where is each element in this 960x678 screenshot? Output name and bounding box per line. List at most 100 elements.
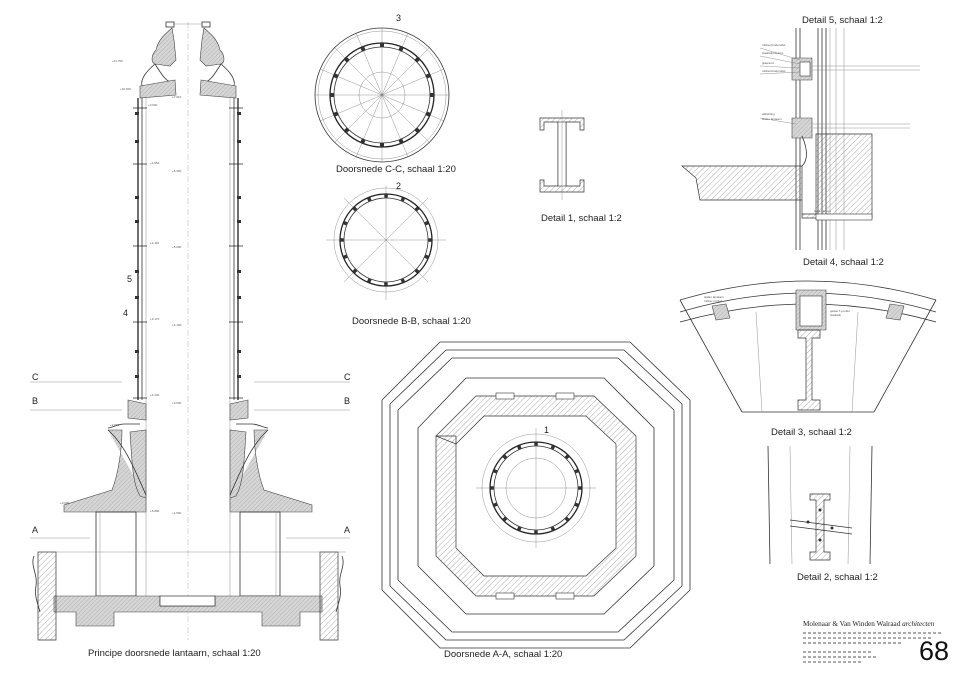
svg-text:afdichting: afdichting: [762, 112, 775, 116]
profile-mark: [360, 46, 366, 52]
profile-mark: [400, 278, 406, 284]
detail-ref-1: 1: [544, 425, 549, 435]
svg-text:+10.600: +10.600: [120, 87, 131, 91]
profile-mark: [564, 516, 570, 522]
section-mark-a-right: A: [344, 525, 350, 535]
profile-mark: [400, 196, 406, 202]
section-bb-label: Doorsnede B-B, schaal 1:20: [352, 316, 471, 327]
detail-ref-2: 2: [396, 181, 401, 191]
profile-mark: [380, 143, 384, 147]
profile-mark: [428, 238, 432, 242]
section-cc-label: Doorsnede C-C, schaal 1:20: [336, 164, 456, 175]
svg-text:staal/alu: staal/alu: [830, 313, 842, 317]
profile-mark: [384, 282, 388, 286]
detail-2-label: Detail 2, schaal 1:2: [797, 572, 878, 583]
profile-mark: [550, 444, 556, 450]
profile-mark: [414, 127, 421, 134]
svg-text:+0.000: +0.000: [148, 103, 158, 107]
svg-text:gelast T-profiel: gelast T-profiel: [830, 309, 850, 313]
profile-mark: [398, 46, 404, 52]
svg-text:+4.100: +4.100: [172, 323, 182, 327]
svg-text:+2.110: +2.110: [150, 241, 159, 245]
profile-mark: [424, 220, 429, 226]
profile-mark: [430, 93, 434, 97]
svg-text:stalen kolom: stalen kolom: [814, 209, 831, 213]
profile-mark: [574, 502, 579, 508]
profile-mark: [340, 238, 344, 242]
section-mark-b-right: B: [344, 396, 350, 406]
detail-ref-3: 3: [396, 13, 401, 23]
svg-text:rubber/eindprofiel: rubber/eindprofiel: [762, 69, 786, 73]
profile-mark: [502, 454, 508, 460]
svg-text:+4.230: +4.230: [150, 393, 160, 397]
detail-4-label: Detail 4, schaal 1:2: [803, 257, 884, 268]
svg-text:+5.200: +5.200: [172, 245, 182, 249]
profile-mark: [352, 206, 358, 212]
profile-mark: [516, 445, 522, 450]
profile-mark: [424, 254, 429, 260]
firm-name: Molenaar & Van Winden Walraad architecte…: [803, 620, 935, 628]
svg-text:+6.300: +6.300: [172, 169, 182, 173]
detail-2: Detail 2, schaal 1:2: [767, 445, 878, 583]
profile-mark: [492, 502, 498, 508]
profile-mark: [574, 468, 579, 474]
svg-text:glasrand: glasrand: [762, 61, 774, 65]
profile-mark: [342, 254, 348, 260]
section-bb-plan: 2 Doorsnede B-B, schaal 1:20: [326, 181, 471, 327]
svg-text:stalen lantaarn: stalen lantaarn: [762, 117, 782, 121]
profile-mark: [330, 93, 334, 97]
profile-mark: [564, 454, 570, 460]
profile-mark: [490, 486, 494, 490]
profile-mark: [360, 138, 366, 144]
detail-5-label: Detail 5, schaal 1:2: [802, 15, 883, 26]
svg-text:+1.050: +1.050: [150, 161, 160, 165]
detail-1: Detail 1, schaal 1:2: [539, 110, 622, 224]
section-mark-c-right: C: [344, 372, 351, 382]
svg-text:+3.000: +3.000: [172, 401, 182, 405]
svg-text:+7.010: +7.010: [172, 95, 182, 99]
detail-ref-4: 4: [123, 308, 128, 318]
svg-text:+5.800: +5.800: [150, 509, 160, 513]
profile-mark: [425, 111, 431, 117]
profile-mark: [516, 526, 522, 531]
svg-text:+2.800: +2.800: [110, 423, 120, 427]
profile-mark: [333, 111, 339, 117]
profile-mark: [534, 442, 538, 446]
profile-mark: [502, 516, 508, 522]
profile-mark: [550, 526, 556, 532]
section-mark-b-left: B: [32, 396, 38, 406]
section-mark-c-left: C: [32, 372, 39, 382]
profile-mark: [342, 220, 348, 226]
section-aa-label: Doorsnede A-A, schaal 1:20: [444, 649, 562, 660]
detail-ref-5: 5: [127, 274, 132, 284]
profile-mark: [384, 194, 388, 198]
profile-mark: [425, 73, 431, 79]
main-section-label: Principe doorsnede lantaarn, schaal 1:20: [88, 648, 261, 659]
profile-mark: [366, 197, 372, 202]
section-cc-plan: 3 Doorsnede C-C, schaal 1:20: [314, 13, 456, 175]
svg-text:+3.170: +3.170: [150, 317, 160, 321]
section-aa-plan: 1 Doorsnede A-A, schaal 1:20: [381, 341, 691, 660]
profile-mark: [333, 73, 339, 79]
detail-1-label: Detail 1, schaal 1:2: [541, 213, 622, 224]
title-block: Molenaar & Van Winden Walraad architecte…: [803, 620, 953, 672]
profile-mark: [578, 486, 582, 490]
profile-mark: [352, 268, 358, 274]
profile-mark: [492, 468, 498, 474]
profile-mark: [534, 530, 538, 534]
sheet-number: 68: [918, 636, 949, 666]
section-mark-a-left: A: [32, 525, 38, 535]
profile-mark: [414, 206, 420, 212]
svg-text:+11.750: +11.750: [112, 59, 123, 63]
profile-mark: [380, 43, 384, 47]
lantern-section: +0.000 +1.050 +2.110 +3.170 +4.230 +5.800 +…: [30, 21, 351, 659]
detail-3-label: Detail 3, schaal 1:2: [771, 427, 852, 438]
profile-mark: [343, 127, 350, 134]
svg-text:+1.500: +1.500: [172, 511, 182, 515]
svg-text:stalen lantaarn: stalen lantaarn: [704, 295, 724, 299]
profile-mark: [414, 268, 420, 274]
